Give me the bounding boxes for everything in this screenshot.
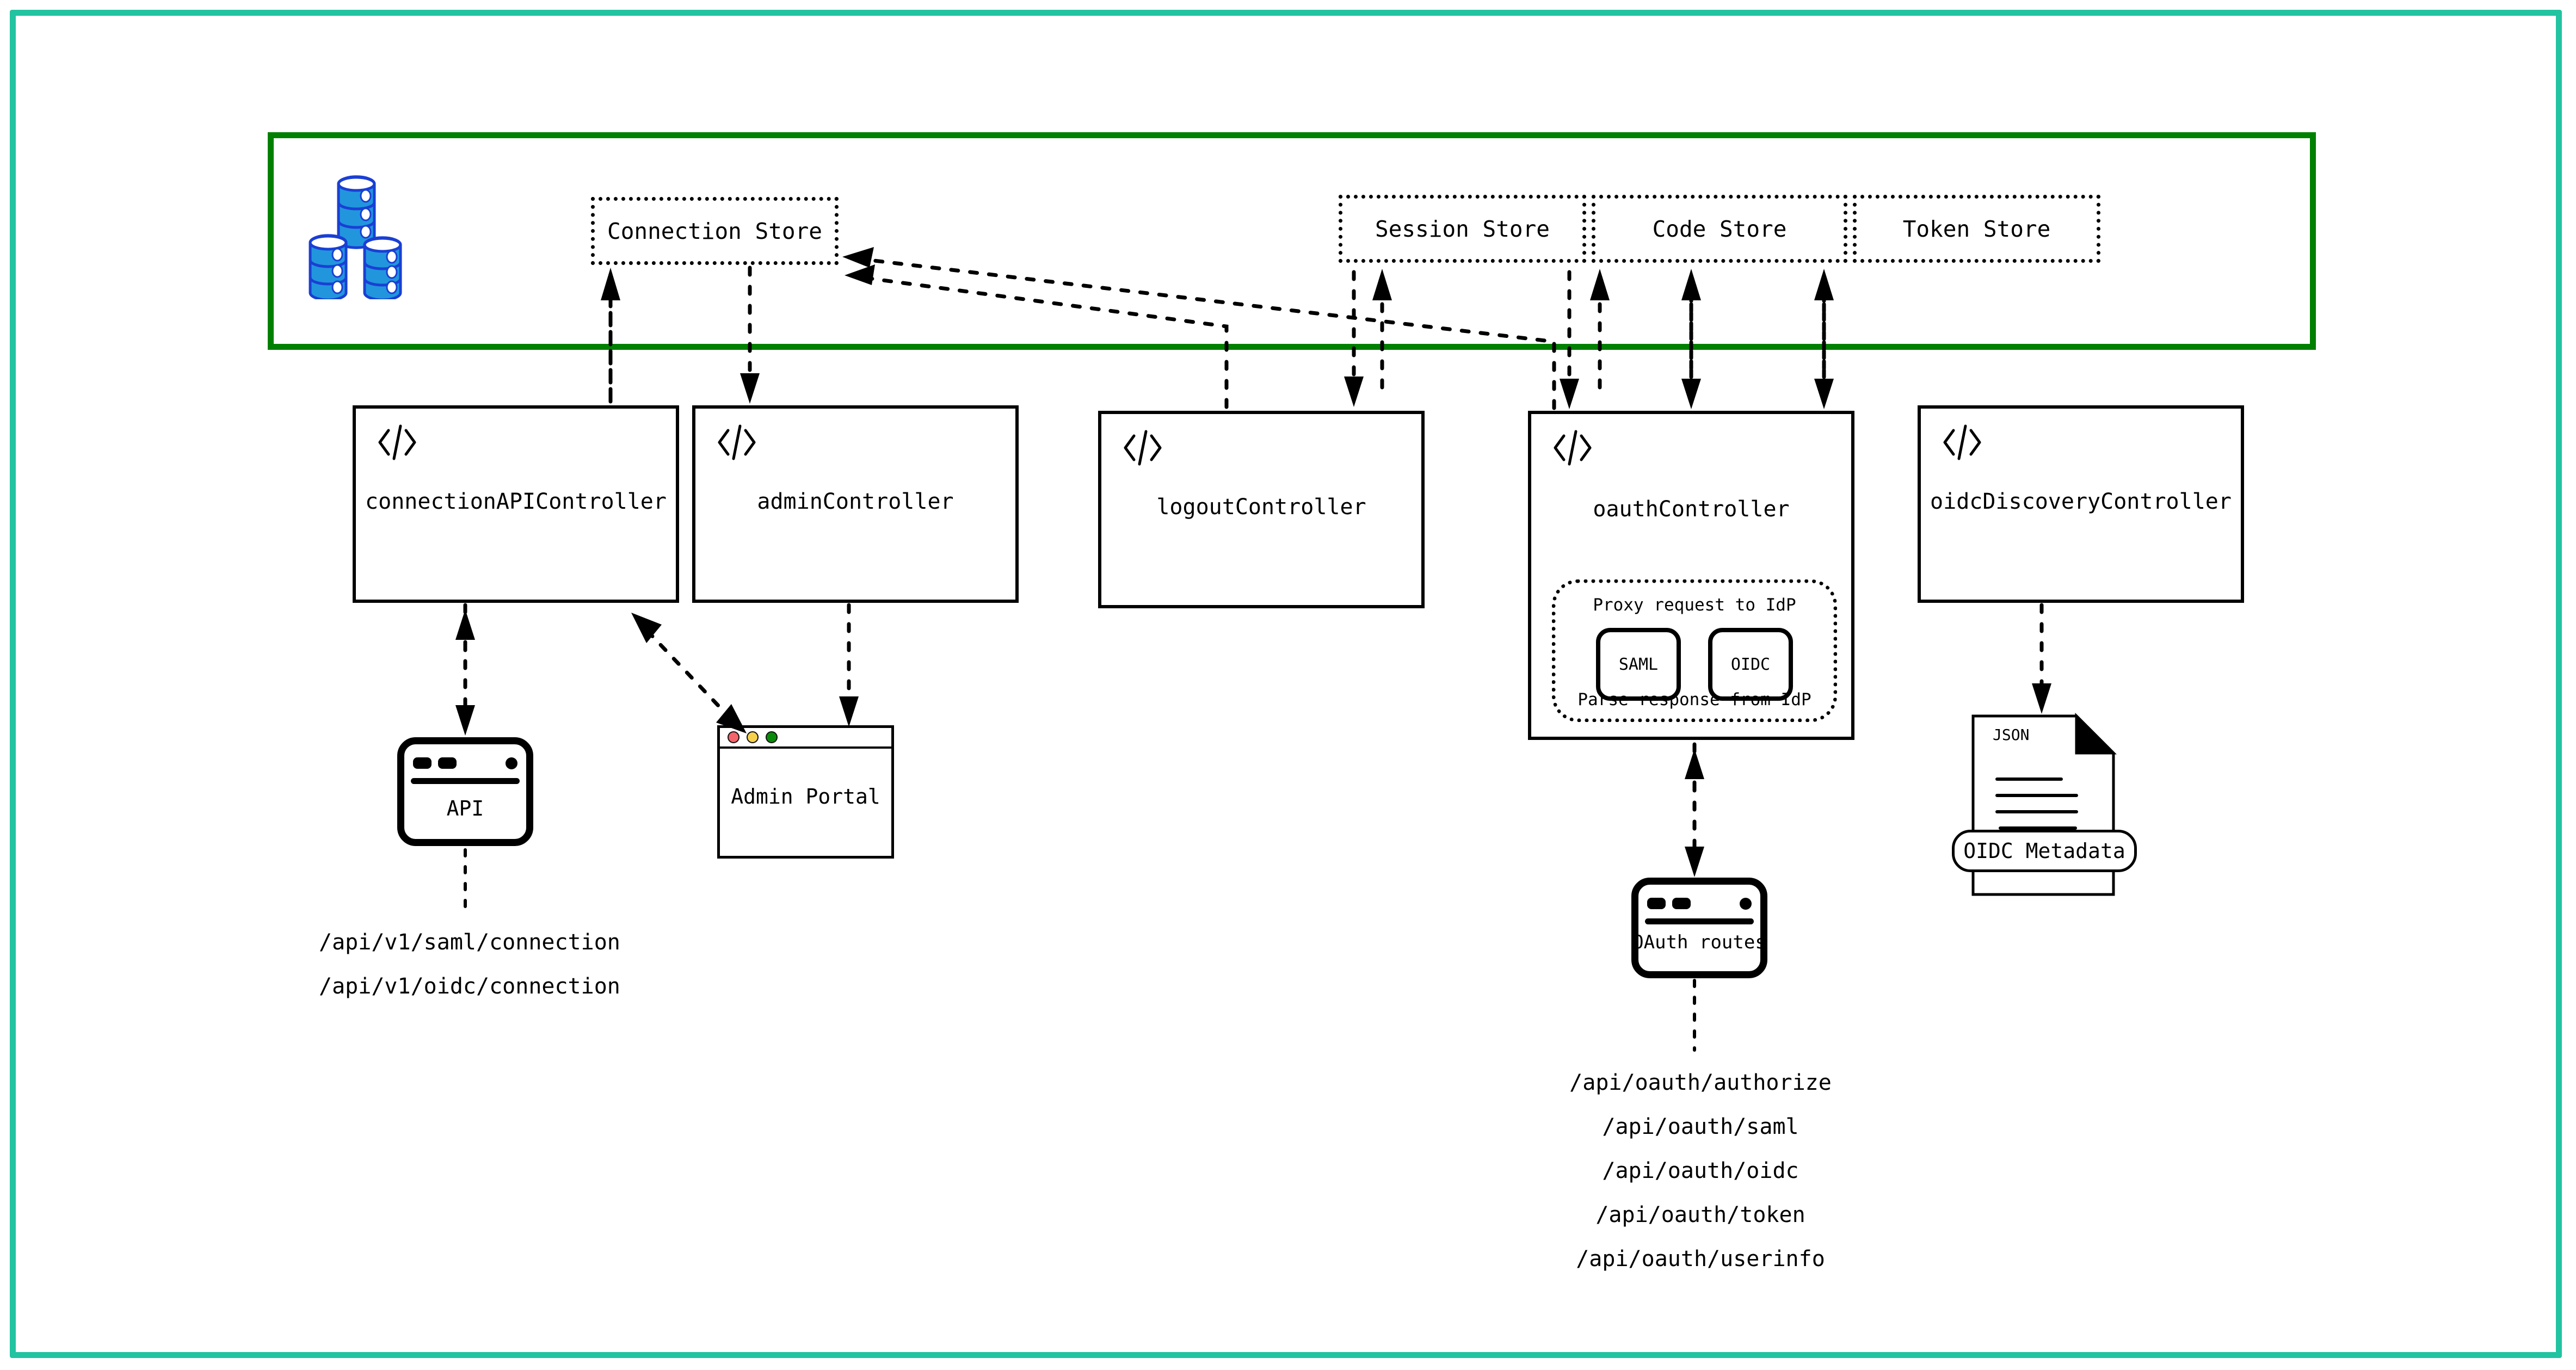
proxy-request-label: Proxy request to IdP [1593, 595, 1796, 615]
database-stack-icon [305, 163, 430, 301]
idp-proxy-group: Proxy request to IdP SAML OIDC Parse res… [1552, 579, 1837, 722]
controller-label: adminController [757, 489, 954, 514]
code-tag-icon [375, 421, 419, 464]
store-token-store[interactable]: Token Store [1853, 195, 2100, 263]
controller-label: oidcDiscoveryController [1930, 489, 2232, 514]
url-item: /api/oauth/userinfo [1576, 1246, 1825, 1272]
controller-logout[interactable]: logoutController [1098, 411, 1425, 608]
url-item: /api/oauth/token [1595, 1202, 1805, 1227]
url-item: /api/oauth/oidc [1602, 1158, 1799, 1183]
controller-label: logoutController [1156, 495, 1366, 520]
controller-label: connectionAPIController [365, 489, 667, 514]
outer-frame [10, 10, 2562, 1358]
protocol-oidc-button[interactable]: OIDC [1708, 628, 1793, 701]
store-connection-store[interactable]: Connection Store [591, 197, 839, 265]
code-tag-icon [715, 421, 759, 464]
code-tag-icon [1940, 421, 1984, 464]
controller-admin[interactable]: adminController [692, 405, 1019, 603]
browser-window-icon [411, 753, 520, 777]
browser-window-icon [1645, 893, 1754, 917]
parse-response-label: Parse response from IdP [1577, 690, 1811, 709]
controller-connection-api[interactable]: connectionAPIController [353, 405, 679, 603]
node-api-label: API [446, 797, 484, 820]
browser-rule [411, 778, 520, 784]
url-list-oauth: /api/oauth/authorize /api/oauth/saml /ap… [1524, 1061, 1877, 1281]
node-admin-portal-label: Admin Portal [731, 785, 880, 809]
json-doc-type-label: JSON [1993, 726, 2029, 744]
browser-window-icon [720, 728, 891, 749]
controller-oidc-discovery[interactable]: oidcDiscoveryController [1918, 405, 2244, 603]
controller-oauth[interactable]: oauthController Proxy request to IdP SAM… [1528, 411, 1854, 740]
protocol-row: SAML OIDC [1556, 628, 1833, 701]
node-api[interactable]: API [397, 737, 533, 846]
url-item: /api/v1/oidc/connection [319, 974, 620, 999]
node-oidc-metadata-label: OIDC Metadata [1952, 830, 2137, 872]
node-admin-portal[interactable]: Admin Portal [717, 725, 894, 859]
store-code-store[interactable]: Code Store [1592, 195, 1847, 263]
url-item: /api/oauth/authorize [1569, 1070, 1832, 1095]
traffic-light-green-icon [766, 731, 778, 743]
url-item: /api/v1/saml/connection [319, 930, 620, 955]
browser-rule [1645, 918, 1754, 924]
node-oauth-routes[interactable]: OAuth routes [1631, 878, 1767, 978]
store-session-store[interactable]: Session Store [1339, 195, 1586, 263]
protocol-saml-button[interactable]: SAML [1596, 628, 1681, 701]
code-tag-icon [1551, 426, 1594, 470]
controller-label: oauthController [1593, 497, 1790, 522]
traffic-light-red-icon [728, 731, 739, 743]
node-oauth-routes-label: OAuth routes [1632, 931, 1766, 953]
url-item: /api/oauth/saml [1602, 1114, 1799, 1139]
code-tag-icon [1121, 426, 1164, 470]
node-oidc-metadata[interactable]: JSON OIDC Metadata [1952, 712, 2137, 898]
url-list-connection-api: /api/v1/saml/connection /api/v1/oidc/con… [319, 921, 620, 1009]
traffic-light-yellow-icon [747, 731, 759, 743]
